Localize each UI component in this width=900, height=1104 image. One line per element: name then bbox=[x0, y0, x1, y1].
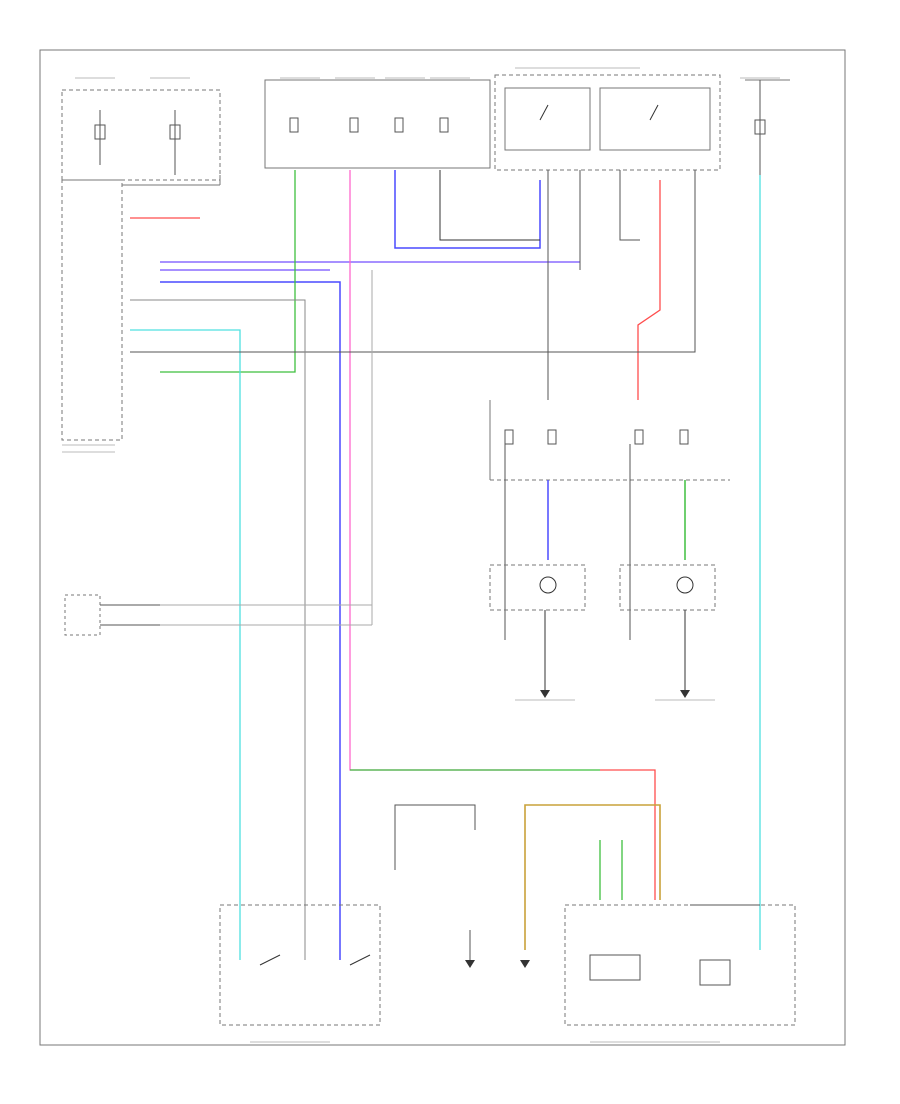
label-marks bbox=[62, 67, 780, 1043]
headlamp-right bbox=[619, 564, 716, 698]
wire-green-main bbox=[160, 170, 296, 373]
lower-center-relay bbox=[394, 804, 661, 968]
light-sensor bbox=[64, 594, 372, 636]
wire-bundle bbox=[130, 170, 761, 960]
wire-red-lower bbox=[600, 769, 656, 900]
wire-gray-1 bbox=[130, 170, 696, 353]
wire-tan bbox=[524, 804, 661, 950]
diagram-border bbox=[39, 49, 846, 1046]
fuse-block-right bbox=[745, 79, 790, 175]
headlamp-left bbox=[489, 564, 586, 698]
wire-cyan-left bbox=[130, 329, 241, 960]
wire-gray-5 bbox=[619, 170, 640, 241]
headlamp-relay-block bbox=[489, 400, 730, 640]
wire-blue-top bbox=[394, 170, 541, 249]
wire-blue-main bbox=[160, 281, 341, 960]
wire-black-top bbox=[439, 170, 540, 241]
relay-block-center bbox=[264, 79, 491, 169]
wire-red-top bbox=[637, 180, 661, 400]
instrument-cluster bbox=[61, 175, 221, 441]
fuse-block-left bbox=[61, 89, 221, 181]
wire-gray-2 bbox=[130, 299, 306, 960]
wire-pink bbox=[349, 170, 540, 771]
headlight-switch bbox=[219, 904, 381, 1026]
lower-right-module bbox=[564, 840, 796, 1026]
relay-block-right bbox=[494, 74, 721, 171]
